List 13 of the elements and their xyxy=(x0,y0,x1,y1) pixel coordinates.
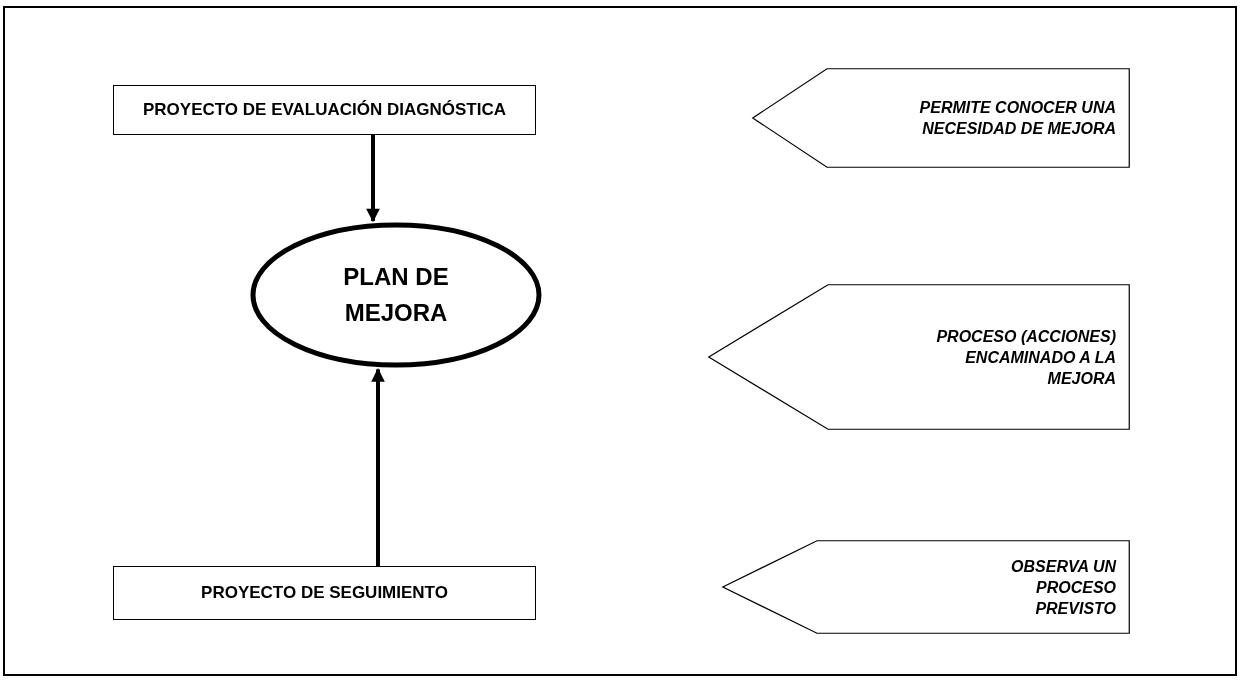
ellipse-label: PLAN DE MEJORA xyxy=(342,262,450,328)
process-box xyxy=(113,85,536,135)
ellipse-node xyxy=(250,222,542,368)
box-label: PROYECTO DE EVALUACIÓN DIAGNÓSTICA xyxy=(143,100,506,120)
box-label: PROYECTO DE SEGUIMIENTO xyxy=(201,583,448,603)
arrow-callout-shape xyxy=(708,284,1130,430)
process-box xyxy=(113,566,536,620)
callout-text: PROCESO (ACCIONES) ENCAMINADO A LA MEJORA xyxy=(935,326,1116,389)
arrow xyxy=(371,368,385,566)
callout-text: PERMITE CONOCER UNA NECESIDAD DE MEJORA xyxy=(918,98,1116,139)
callout-text: OBSERVA UN PROCESO PREVISTO xyxy=(1010,556,1116,619)
arrow xyxy=(366,135,380,223)
arrow-callout-shape xyxy=(722,540,1130,634)
